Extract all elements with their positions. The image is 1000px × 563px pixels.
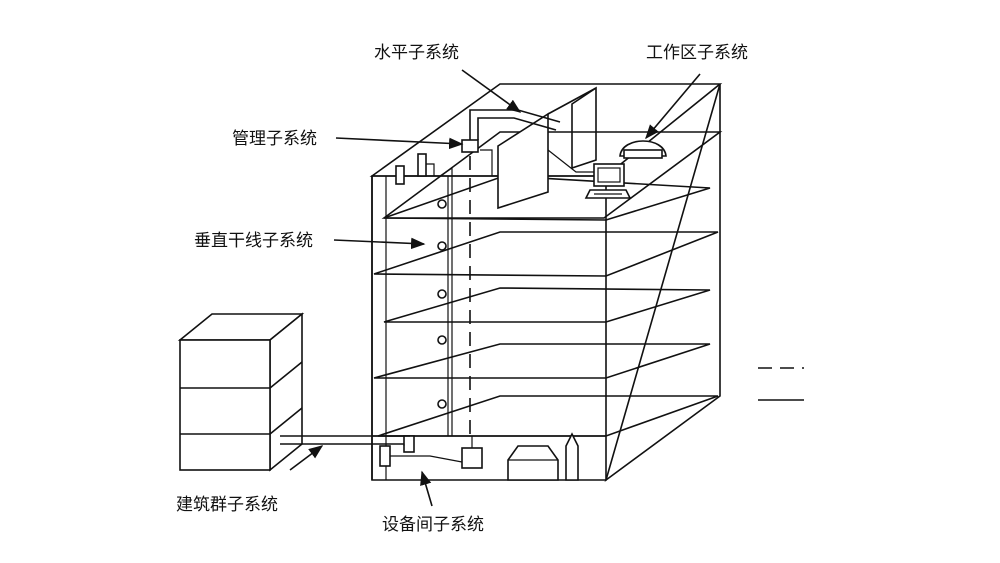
label-campus-subsystem: 建筑群子系统: [176, 495, 278, 515]
label-equipment-room-subsystem: 设备间子系统: [382, 515, 484, 535]
label-horizontal-subsystem: 水平子系统: [374, 43, 459, 63]
vertical-backbone: [437, 156, 471, 440]
label-vertical-backbone-subsystem: 垂直干线子系统: [194, 231, 313, 251]
label-management-subsystem: 管理子系统: [232, 129, 317, 149]
computer-icon: [584, 163, 632, 199]
campus-building: [177, 312, 305, 472]
horizontal-cabling: [469, 109, 596, 177]
line-style-legend: [758, 367, 804, 401]
floor-plates: [373, 131, 723, 437]
telephone-icon: [619, 140, 667, 159]
campus-cabling: [280, 435, 410, 446]
management-box: [461, 139, 479, 153]
equipment-room: [379, 432, 579, 481]
callout-leaders: [289, 69, 701, 507]
label-work-area-subsystem: 工作区子系统: [646, 43, 748, 63]
partition-walls: [497, 86, 597, 210]
riser-devices: [395, 153, 453, 436]
